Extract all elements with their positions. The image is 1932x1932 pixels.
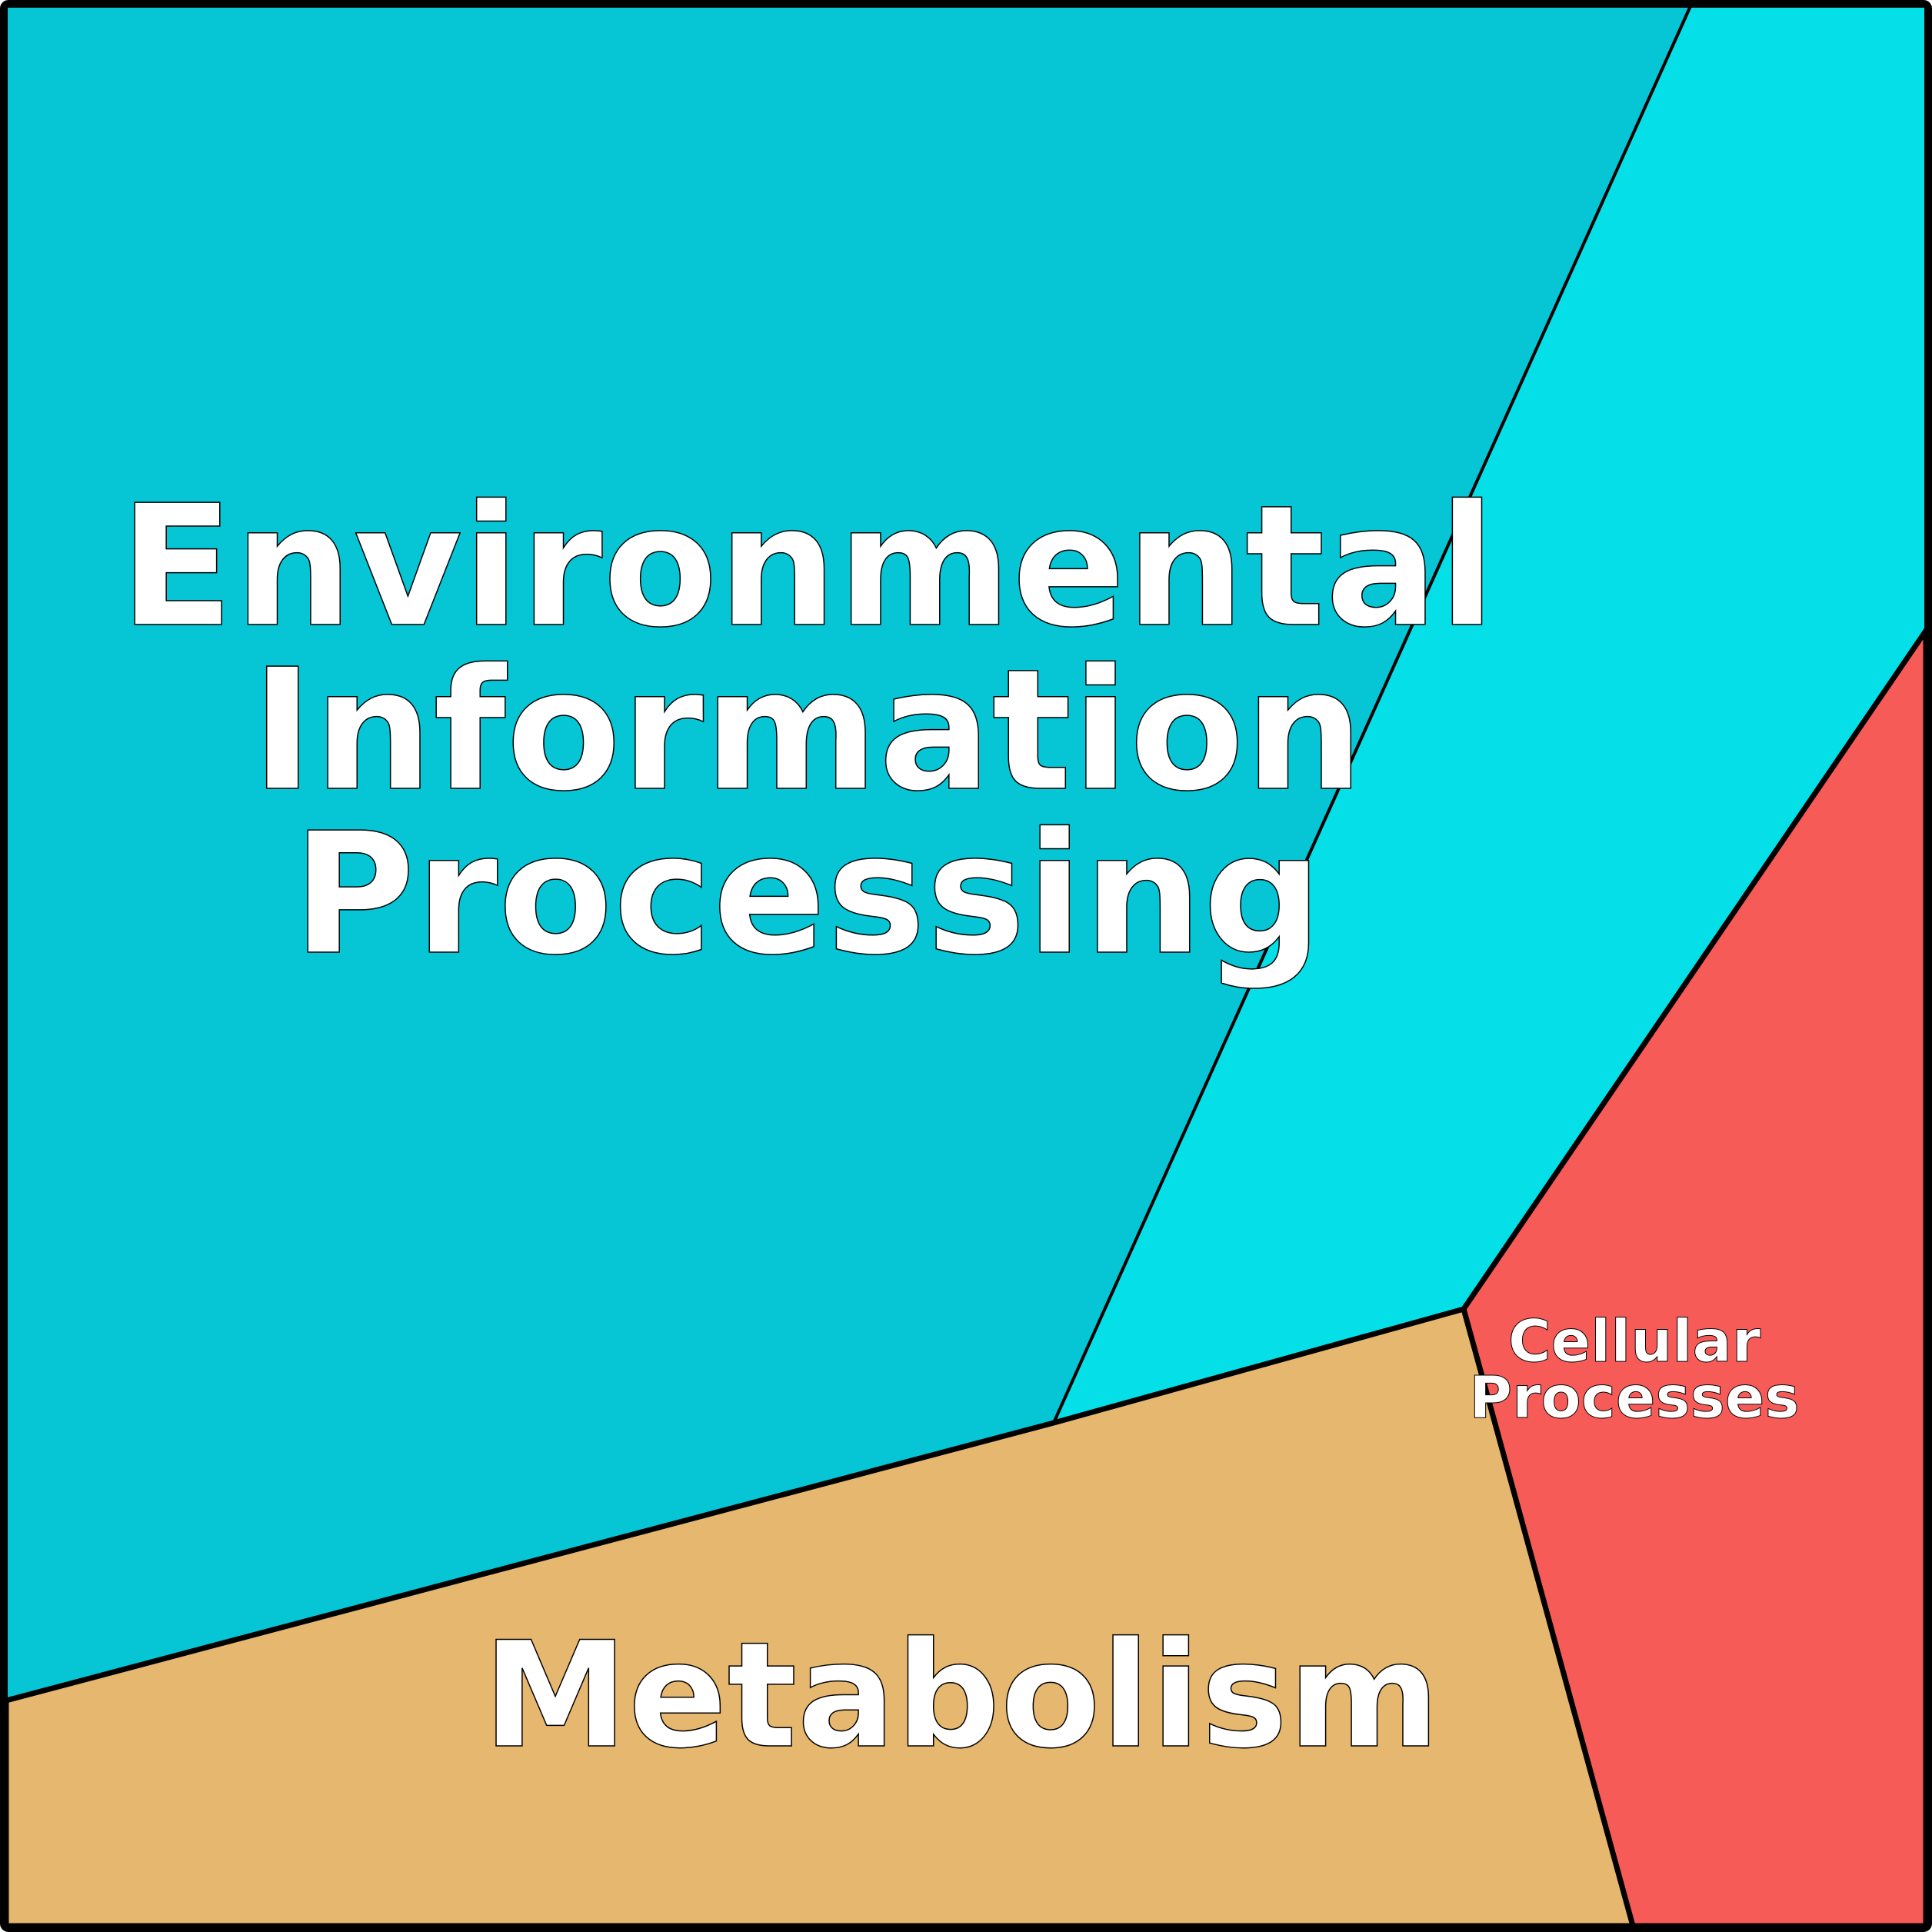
label-cellular-line2: Processes (1469, 1363, 1799, 1431)
label-environmental-line2: Information (251, 634, 1364, 828)
label-environmental-line1: Environmental (119, 470, 1496, 665)
label-environmental-line3: Processing (292, 798, 1323, 992)
label-cellular-line1: Cellular (1508, 1307, 1761, 1375)
label-metabolism: Metabolism (483, 1611, 1441, 1780)
